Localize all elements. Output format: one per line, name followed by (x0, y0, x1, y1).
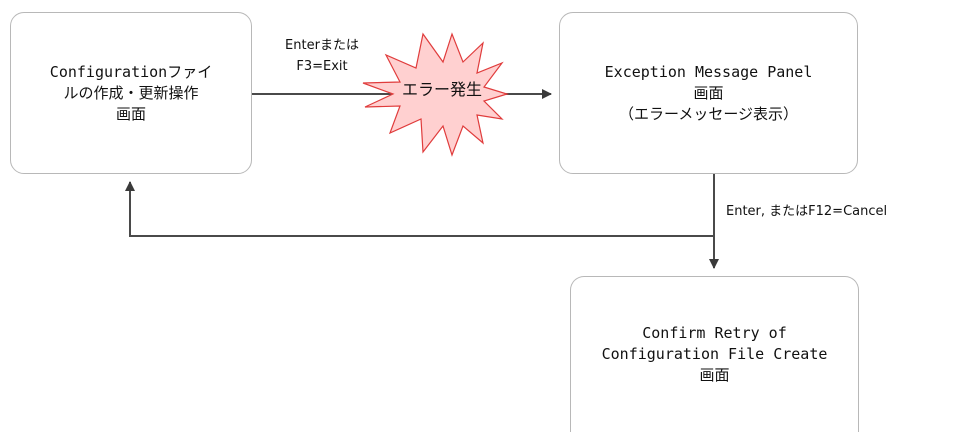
edge-label-enter-f3-line-2: F3=Exit (296, 59, 348, 74)
confirm-box-line-3: 画面 (699, 366, 730, 384)
exception-box-line-1: Exception Message Panel (604, 62, 813, 81)
exception-box-line-3: （エラーメッセージ表示） (618, 104, 799, 123)
confirm-retry-box: Confirm Retry of Configuration File Crea… (570, 276, 859, 432)
error-burst-shape (362, 32, 510, 157)
confirm-box-line-2: Configuration File Create (601, 345, 828, 363)
config-box-line-2: ルの作成・更新操作 (63, 83, 199, 102)
edge-label-enter-f12: Enter, またはF12=Cancel (726, 204, 888, 219)
exception-box-line-2: 画面 (693, 83, 724, 102)
confirm-box-line-1: Confirm Retry of (642, 324, 787, 342)
arrow-return-to-config (125, 181, 714, 237)
exception-message-panel-box: Exception Message Panel 画面 （エラーメッセージ表示） (559, 12, 858, 174)
edge-label-enter-f3: Enterまたは F3=Exit (266, 35, 378, 77)
error-burst-label: エラー発生 (401, 80, 482, 99)
config-screen-box: Configurationファイ ルの作成・更新操作 画面 (10, 12, 252, 174)
config-box-line-1: Configurationファイ (49, 62, 213, 81)
config-box-line-3: 画面 (115, 104, 146, 123)
edge-label-enter-f3-line-1: Enterまたは (285, 38, 359, 53)
